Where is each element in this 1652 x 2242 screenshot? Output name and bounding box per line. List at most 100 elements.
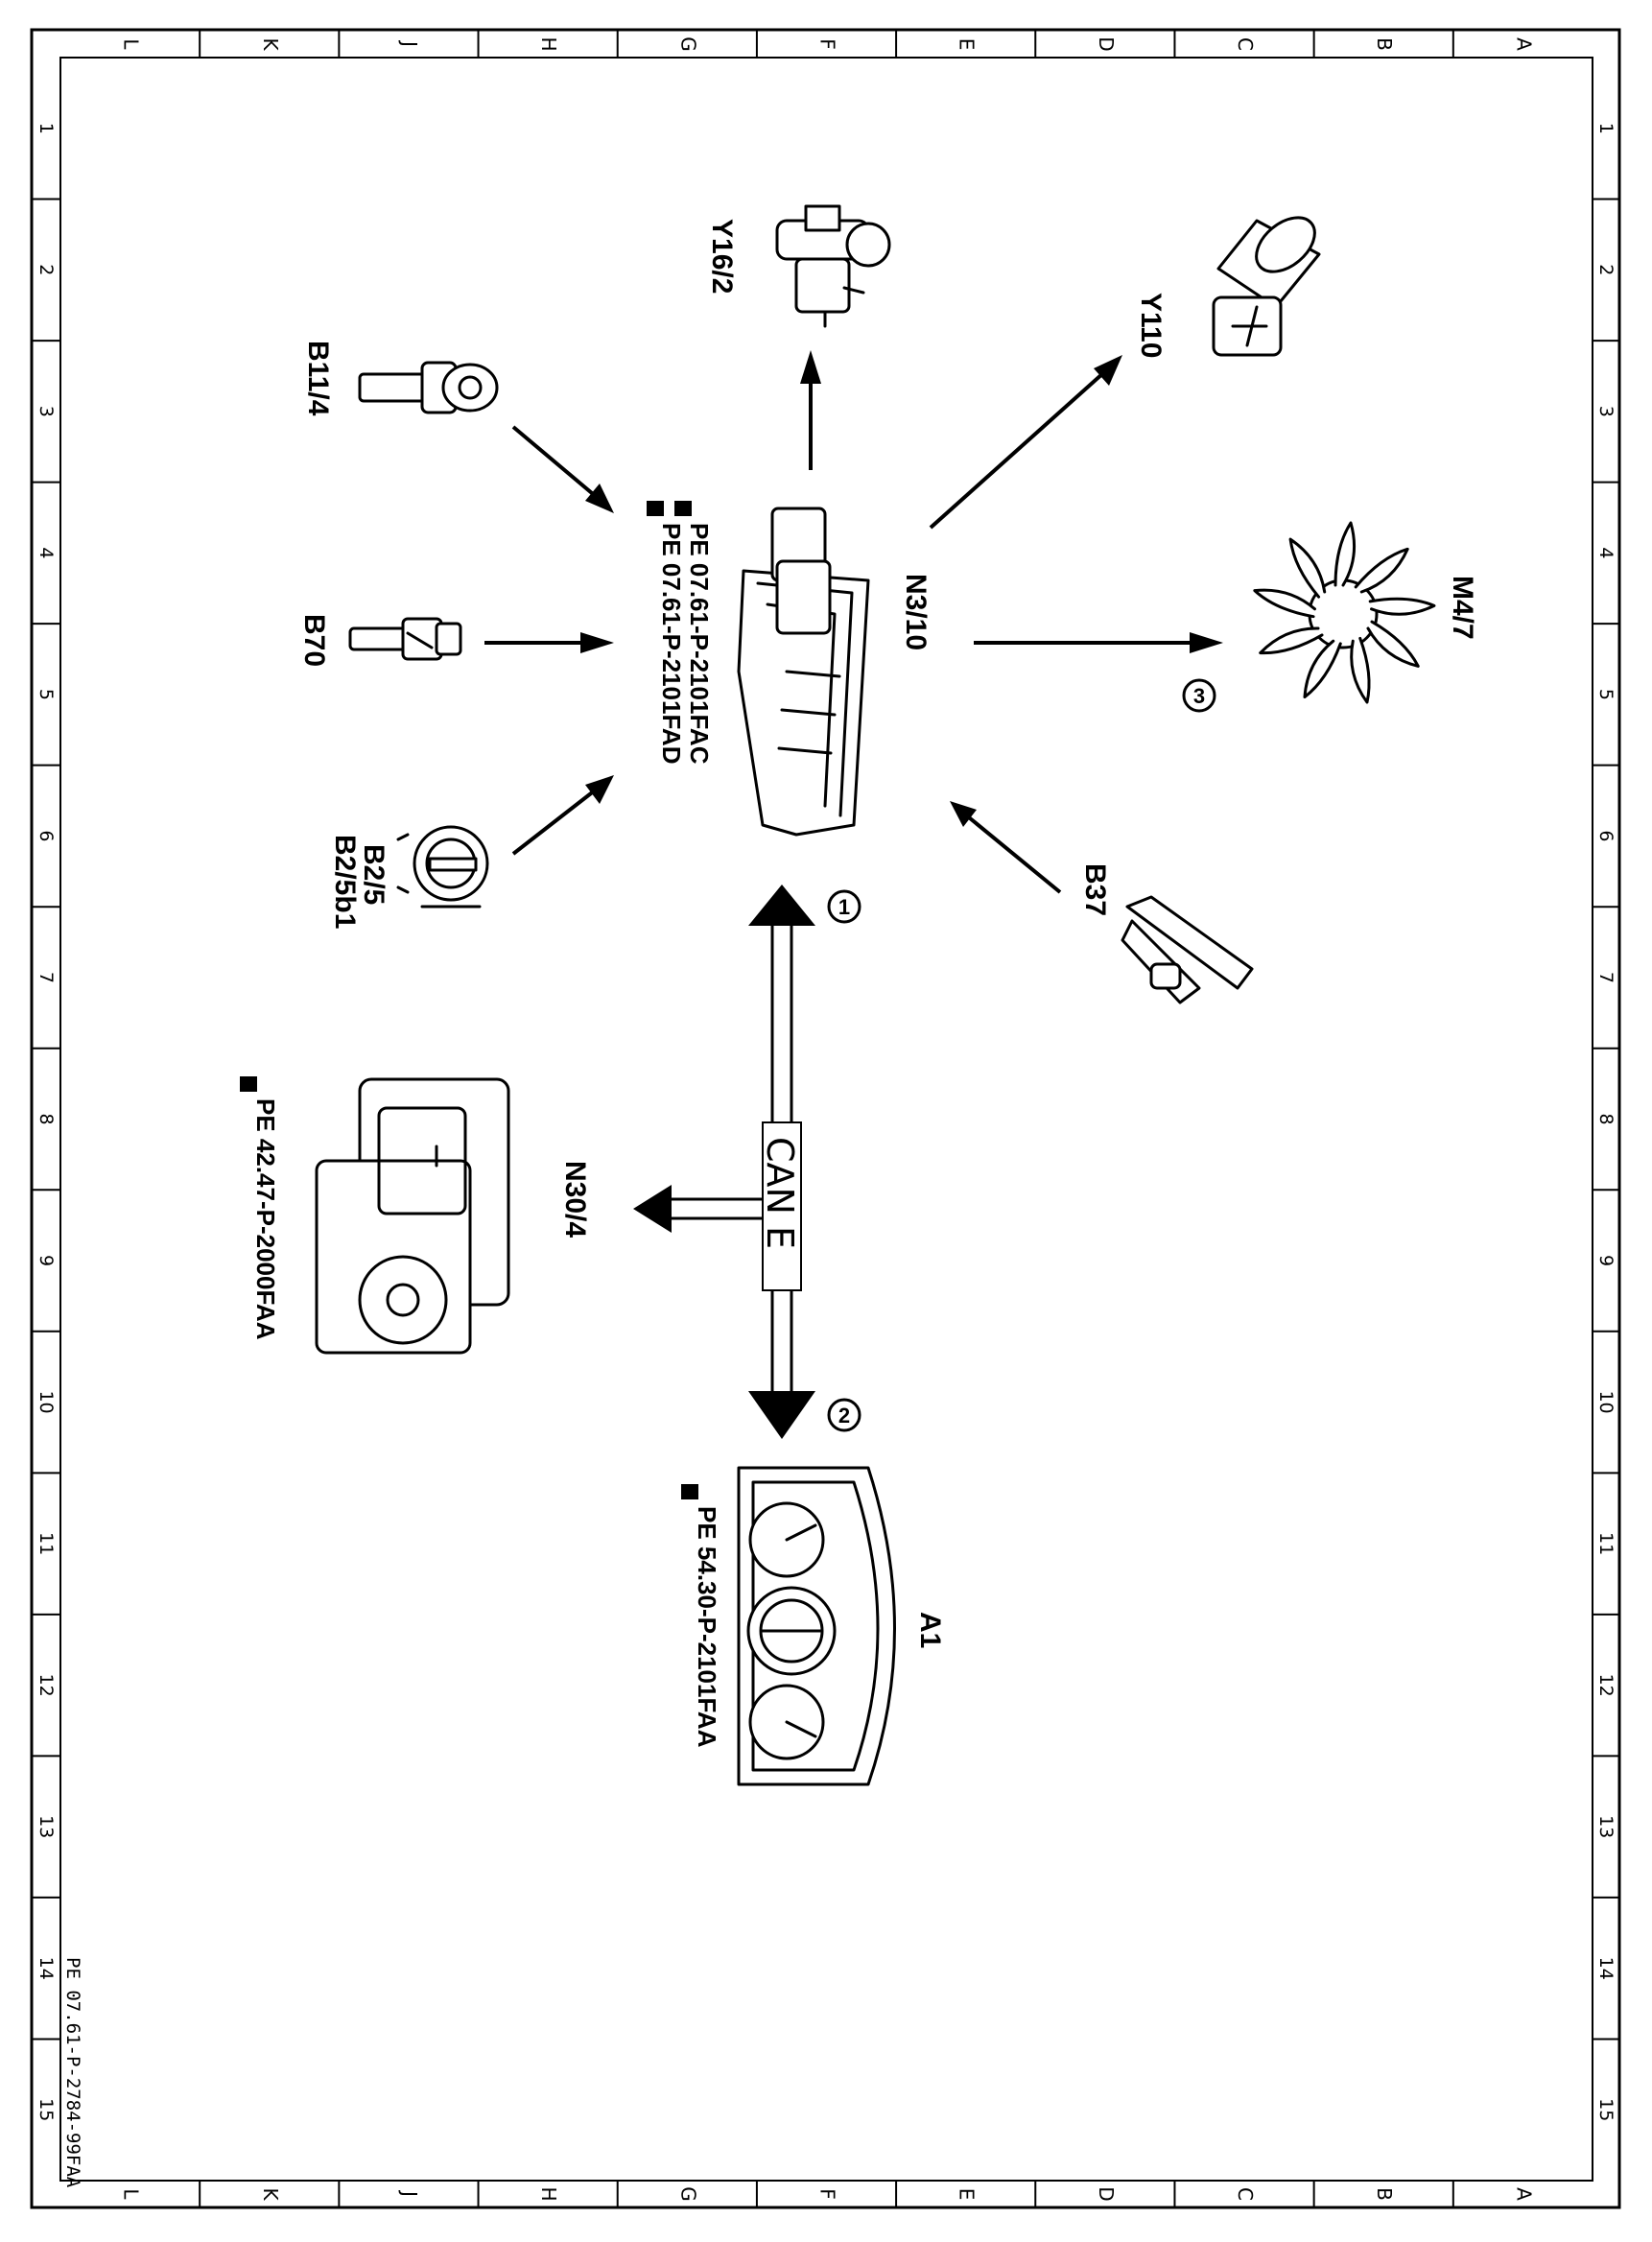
grid-letter-bottom: F — [816, 2188, 839, 2200]
grid-letter-top: J — [398, 39, 421, 47]
n30-ref-hand-icon — [240, 1076, 257, 1092]
fan-blade — [1350, 636, 1371, 704]
b2-label-1: B2/5 — [358, 844, 389, 905]
y110-label: Y110 — [1135, 293, 1167, 358]
grid-number-left: 13 — [35, 1815, 57, 1838]
ecu-ref-2: PE 07.61-P-2101FAD — [657, 523, 686, 764]
document-id: PE 07.61-P-2784-99FAA — [62, 1957, 83, 2188]
grid-number-right: 6 — [1595, 830, 1617, 841]
grid-letter-top: D — [1095, 36, 1118, 51]
n30-ref: PE 42.47-P-2000FAA — [251, 1098, 280, 1340]
b37-label: B37 — [1079, 863, 1111, 916]
grid-letter-top: L — [120, 38, 143, 50]
grid-number-left: 14 — [35, 1957, 57, 1980]
grid-letter-bottom: J — [398, 2189, 421, 2197]
grid-number-right: 7 — [1595, 972, 1617, 983]
fan-blade — [1368, 597, 1436, 616]
y110-arrow — [929, 363, 1115, 530]
grid-letter-bottom: G — [676, 2186, 699, 2202]
grid-letter-bottom: E — [956, 2188, 979, 2201]
n30-label: N30/4 — [559, 1161, 591, 1238]
fan-blade — [1288, 537, 1327, 599]
can-arrow-down — [748, 1391, 815, 1439]
a1-label: A1 — [914, 1612, 946, 1648]
grid-number-right: 10 — [1595, 1390, 1617, 1413]
grid-number-right: 3 — [1595, 406, 1617, 417]
b11-sensor — [358, 361, 499, 414]
a1-cluster — [737, 1466, 896, 1786]
b70-sensor — [348, 617, 462, 661]
grid-letter-top: B — [1373, 37, 1396, 51]
grid-letter-bottom: H — [537, 2186, 560, 2201]
grid-letter-bottom: K — [259, 2187, 282, 2201]
y110-thermostat — [1212, 216, 1321, 357]
grid-number-right: 11 — [1595, 1532, 1617, 1555]
grid-letter-top: E — [956, 38, 979, 51]
m47-label: M4/7 — [1447, 576, 1478, 640]
can-callout-circle-1 — [827, 889, 861, 924]
a1-ref-hand-icon — [681, 1484, 698, 1499]
fan-blade — [1333, 521, 1357, 587]
grid-number-right: 15 — [1595, 2098, 1617, 2121]
grid-letter-top: K — [259, 37, 282, 51]
grid-number-right: 1 — [1595, 123, 1617, 134]
grid-number-right: 14 — [1595, 1957, 1617, 1980]
grid-letter-bottom: L — [120, 2188, 143, 2200]
grid-letter-top: A — [1512, 37, 1535, 51]
grid-letter-bottom: B — [1373, 2187, 1396, 2201]
grid-number-left: 4 — [35, 547, 57, 558]
b11-arrow — [511, 425, 606, 506]
can-callout-number-1: 1 — [838, 895, 850, 919]
grid-number-left: 3 — [35, 406, 57, 417]
grid-number-left: 15 — [35, 2098, 57, 2121]
fan-blade — [1354, 547, 1409, 594]
inner-frame — [59, 57, 1593, 2182]
b2-sensor — [396, 825, 489, 909]
grid-number-left: 11 — [35, 1532, 57, 1555]
grid-letter-top: C — [1234, 37, 1257, 51]
m47-fan — [1253, 521, 1436, 704]
a1-ref: PE 54.30-P-2101FAA — [693, 1506, 721, 1748]
grid-number-right: 9 — [1595, 1255, 1617, 1266]
b11-label: B11/4 — [302, 341, 334, 416]
grid-letter-bottom: A — [1512, 2187, 1535, 2201]
can-callout-circle-2 — [827, 1398, 861, 1432]
grid-ticks — [32, 30, 1619, 2207]
grid-letter-top: G — [676, 36, 699, 52]
m47-callout-number: 3 — [1193, 684, 1205, 708]
b37-arrow — [962, 812, 1062, 894]
ecu-module — [737, 507, 870, 837]
grid-number-left: 5 — [35, 689, 57, 700]
grid-number-right: 2 — [1595, 264, 1617, 275]
can-arrow-left — [633, 1185, 672, 1233]
b2-label-2: B2/5b1 — [329, 835, 361, 929]
grid-letter-top: H — [537, 36, 560, 51]
grid-number-left: 6 — [35, 830, 57, 841]
grid-letter-bottom: D — [1095, 2186, 1118, 2201]
b70-label: B70 — [298, 614, 330, 667]
outer-frame — [30, 28, 1621, 2209]
fan-blade — [1303, 639, 1342, 699]
fan-blade — [1253, 588, 1316, 619]
grid-number-left: 10 — [35, 1390, 57, 1413]
grid-number-left: 2 — [35, 264, 57, 275]
b2-arrow — [511, 785, 602, 856]
m47-callout-circle — [1182, 678, 1216, 713]
ecu-label: N3/10 — [900, 574, 932, 650]
ecu-ref-1: PE 07.61-P-2101FAC — [685, 523, 714, 765]
grid-number-left: 8 — [35, 1113, 57, 1124]
can-callout-number-2: 2 — [838, 1404, 850, 1428]
grid-number-right: 5 — [1595, 689, 1617, 700]
grid-number-left: 7 — [35, 972, 57, 983]
grid-number-right: 13 — [1595, 1815, 1617, 1838]
can-arrow-up — [748, 885, 815, 926]
grid-letter-top: F — [816, 38, 839, 50]
fan-blade — [1259, 626, 1324, 655]
grid-number-right: 4 — [1595, 547, 1617, 558]
grid-number-right: 8 — [1595, 1113, 1617, 1124]
grid-letter-bottom: C — [1234, 2187, 1257, 2201]
n30-unit — [315, 1077, 510, 1355]
grid-number-left: 9 — [35, 1255, 57, 1266]
